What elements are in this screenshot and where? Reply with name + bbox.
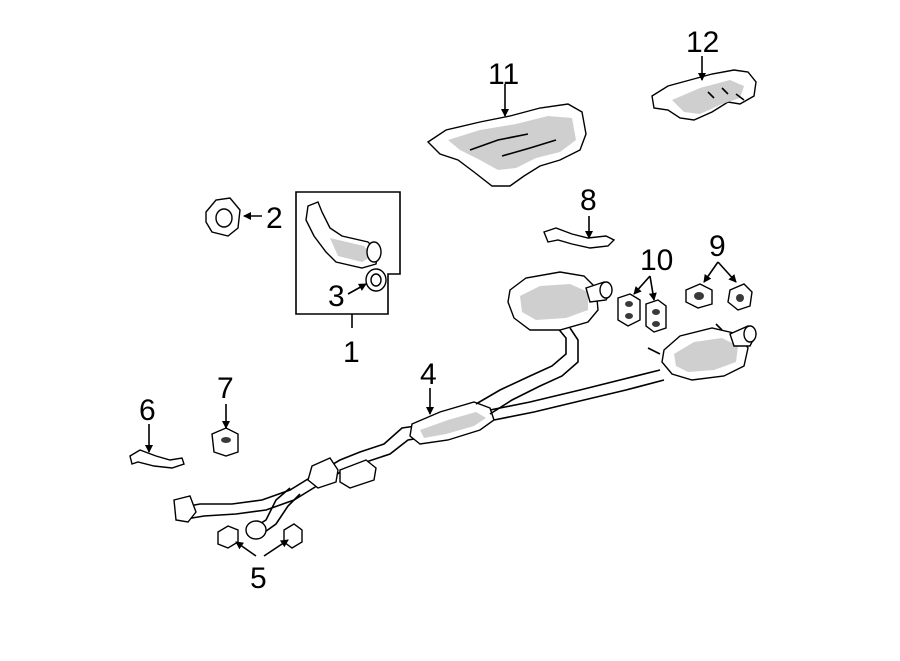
callout-9: 9 [709,230,726,263]
callout-10: 10 [640,244,673,277]
callout-2: 2 [266,202,283,235]
insulator-10b [645,299,667,333]
insulator-10a [617,293,641,327]
heat-shield-rear [651,69,757,121]
catalytic-converter [305,201,382,269]
callout-6: 6 [139,394,156,427]
callout-4: 4 [420,358,437,391]
hanger-rod [129,449,185,469]
flange-gasket [205,197,241,237]
callout-8: 8 [580,184,597,217]
hanger-bracket [543,227,616,249]
nut-5b [283,523,303,549]
callout-11: 11 [488,58,519,91]
insulator-9b [727,283,753,311]
exhaust-system [173,271,757,540]
callout-5: 5 [250,562,267,595]
gasket-3 [365,268,387,292]
callout-1: 1 [343,336,360,369]
callout-12: 12 [686,26,719,59]
converter-box [295,191,401,315]
heat-shield-center [426,103,587,187]
insulator-7 [211,427,239,457]
nut-5a [217,525,239,549]
insulator-9a [685,283,713,309]
callout-3: 3 [328,280,345,313]
callout-7: 7 [217,372,234,405]
